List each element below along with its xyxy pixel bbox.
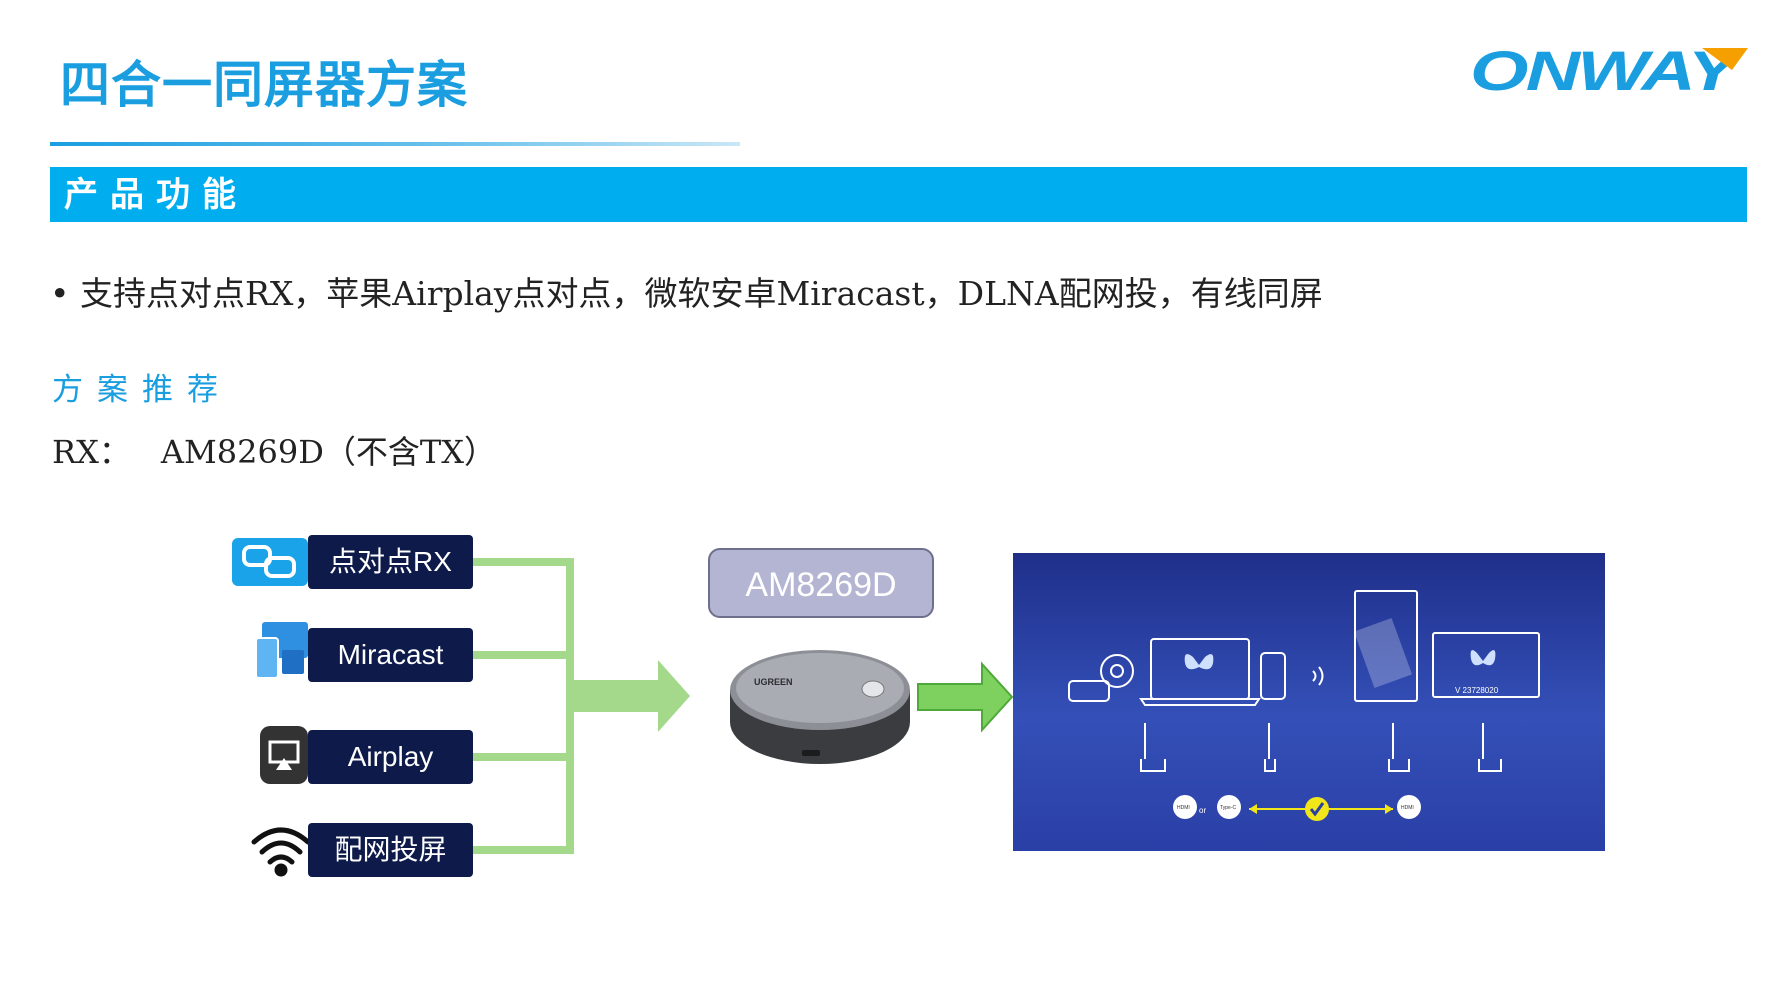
logo-text: ONWAY [1470,40,1744,98]
butterfly-glyph [1184,654,1214,670]
phone-device [1260,652,1286,700]
port-hdmi-right: HDMI [1401,805,1414,811]
port-row: HDMI or Type-C HDMI [1173,795,1421,821]
bullet-mark: • [50,274,70,313]
merge-arrow [574,660,690,732]
console-device [1068,680,1110,702]
rx-label: RX： [52,433,131,471]
protocol-label-wifi-cast: 配网投屏 [308,823,473,877]
usage-illustration: V 23728020 HDMI or Type-C HDMI [1013,553,1605,851]
devices-icon [255,622,308,679]
protocol-label-airplay: Airplay [308,730,473,784]
rx-line: RX： AM8269D（不含TX） [52,430,496,474]
protocol-label-p2p-rx: 点对点RX [308,535,473,589]
page-title: 四合一同屏器方案 [60,56,468,114]
hub-device-image: UGREEN [730,650,910,764]
tv-device [1432,632,1540,698]
port-typec: Type-C [1220,805,1237,811]
feature-bullet: • 支持点对点RX，苹果Airplay点对点，微软安卓Miracast，DLNA… [50,272,1323,316]
tv-version: V 23728020 [1455,686,1499,695]
rx-value: AM8269D（不含TX） [160,433,496,471]
wifi-icon [251,827,311,877]
chat-bubbles-icon [232,538,308,586]
recommend-heading: 方案推荐 [52,372,232,408]
title-underline [50,142,740,146]
onway-logo: ONWAY [1470,40,1748,98]
logo-accent [1702,48,1748,70]
port-hdmi-left: HDMI [1177,805,1190,811]
section-header-bar: 产品功能 [50,167,1747,222]
section-title: 产品功能 [64,175,248,215]
chip-label: AM8269D [708,548,934,618]
airplay-icon [260,726,308,784]
connector-lines [470,558,574,854]
device-brand: UGREEN [754,677,793,687]
protocol-label-miracast: Miracast [308,628,473,682]
port-or: or [1199,806,1206,815]
output-arrow [917,661,1014,733]
portrait-monitor [1354,590,1418,702]
bullet-text: 支持点对点RX，苹果Airplay点对点，微软安卓Miracast，DLNA配网… [79,274,1323,313]
